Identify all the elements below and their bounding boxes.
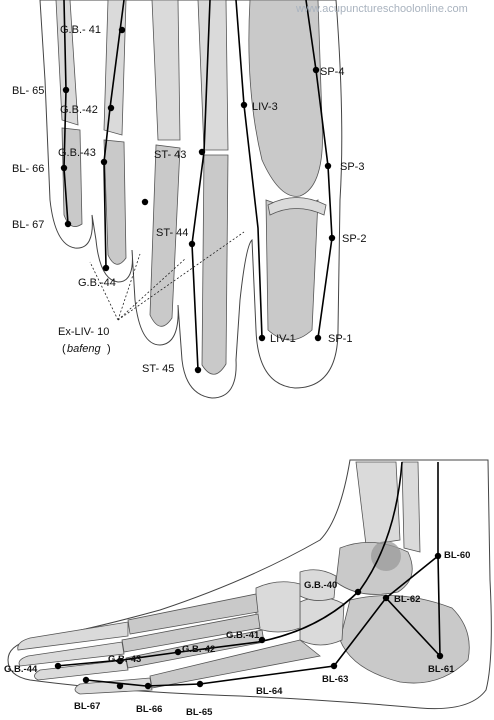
label-bafeng: bafeng [67, 343, 102, 355]
label-sp1: SP-1 [328, 333, 352, 345]
calcaneus [339, 595, 470, 684]
point-gb41-top [118, 26, 126, 34]
point-bl67-top [64, 220, 72, 228]
bafeng-leader-2 [117, 253, 141, 321]
point-bl65-top [62, 86, 70, 94]
metatarsal-1 [248, 0, 323, 197]
point-bl66-side [116, 682, 124, 690]
label-bl67-top: BL- 67 [12, 219, 44, 231]
side-metatarsal-1 [127, 593, 259, 635]
side-bladder-meridian-foot [85, 596, 441, 687]
point-gb40 [354, 588, 362, 596]
point-gb43-side [116, 657, 124, 665]
side-toe-phalanges-2 [18, 641, 125, 667]
toe-1-phalanx [265, 199, 319, 341]
label-bl63: BL-63 [322, 674, 348, 685]
label-bl60: BL-60 [444, 550, 470, 561]
label-gb43-side: G.B.-43 [108, 654, 141, 665]
watermark-text: www.acupunctureschoolonline.com [295, 3, 468, 15]
label-exliv10: Ex-LIV- 10 [58, 326, 109, 338]
point-sp1 [314, 334, 322, 342]
point-gb44-side [54, 662, 62, 670]
toe-3-phalanx [149, 144, 181, 327]
cuneiforms [255, 581, 301, 633]
side-toe-phalanges-5 [74, 677, 153, 695]
point-bl62 [382, 594, 390, 602]
label-bl62: BL-62 [394, 594, 420, 605]
point-bl67-side [82, 676, 90, 684]
bafeng-leader-4 [117, 231, 245, 321]
point-st44 [188, 240, 196, 248]
toe-4-phalanx [103, 139, 127, 265]
side-toe-phalanges-3 [34, 659, 129, 681]
label-gb42-top: G.B.-42 [60, 104, 98, 116]
label-liv3: LIV-3 [252, 101, 278, 113]
gall-bladder-meridian [103, 0, 125, 269]
toe-1-joint [267, 197, 327, 216]
label-gb40: G.B.-40 [304, 580, 337, 591]
stomach-meridian [191, 0, 211, 371]
point-liv3 [240, 101, 248, 109]
point-bl64 [196, 680, 204, 688]
fibula [401, 461, 421, 553]
point-bl61 [436, 652, 444, 660]
label-st45: ST- 45 [142, 363, 174, 375]
metatarsal-3 [151, 0, 181, 141]
label-gb42-side: G.B.-42 [182, 644, 215, 655]
label-gb44-side: G.B.-44 [4, 664, 38, 675]
cuboid [299, 597, 345, 646]
label-st44: ST- 44 [156, 227, 188, 239]
side-toe-phalanges-1 [17, 621, 129, 651]
point-gb44-top [102, 264, 110, 272]
tibia [355, 461, 401, 546]
point-sp2 [328, 234, 336, 242]
label-bafeng-paren-close: ) [107, 343, 111, 355]
label-gb43-top: G.B.-43 [58, 147, 96, 159]
label-gb41-top: G.B.- 41 [60, 24, 101, 36]
point-bl60 [434, 552, 442, 560]
label-bl61: BL-61 [428, 664, 455, 675]
lateral-malleolus-marker [371, 541, 401, 571]
point-bl65-side [144, 682, 152, 690]
label-bl67-side: BL-67 [74, 701, 100, 712]
label-bl66-top: BL- 66 [12, 163, 44, 175]
metatarsal-5 [55, 0, 79, 126]
label-bl65-side: BL-65 [186, 707, 213, 718]
side-bl62-branch [385, 555, 439, 599]
label-st43: ST- 43 [154, 149, 186, 161]
point-sp3 [324, 162, 332, 170]
label-bafeng-paren-open: ( [62, 343, 66, 355]
point-gb41-side [258, 636, 266, 644]
point-st45 [194, 366, 202, 374]
label-bl65-top: BL- 65 [12, 85, 44, 97]
navicular [299, 569, 337, 601]
label-sp4: SP-4 [320, 66, 344, 78]
point-bafeng [141, 198, 149, 206]
point-st43 [198, 148, 206, 156]
side-view-foot: BL-60 G.B.-40 BL-62 G.B.-41 G.B.-42 G.B.… [4, 459, 492, 718]
label-sp3: SP-3 [340, 161, 364, 173]
bladder-meridian [63, 0, 69, 225]
liver-meridian [235, 0, 263, 339]
label-gb41-side: G.B.-41 [226, 630, 260, 641]
label-gb44-top: G.B.-44 [78, 277, 116, 289]
point-sp4 [312, 66, 320, 74]
label-bl66-side: BL-66 [136, 704, 162, 715]
point-liv1 [258, 334, 266, 342]
point-gb42-top [107, 104, 115, 112]
toe-2-phalanx [201, 154, 229, 375]
point-gb43-top [100, 158, 108, 166]
top-view-foot: G.B.- 41 BL- 65 G.B.-42 G.B.-43 BL- 66 B… [12, 0, 468, 399]
bafeng-leader-1 [89, 261, 119, 321]
point-bl63 [330, 662, 338, 670]
label-sp2: SP-2 [342, 233, 366, 245]
point-bl66-top [60, 164, 68, 172]
label-liv1: LIV-1 [270, 333, 296, 345]
point-gb42-side [174, 648, 182, 656]
label-bl64: BL-64 [256, 686, 283, 697]
bafeng-leader-3 [117, 257, 187, 321]
